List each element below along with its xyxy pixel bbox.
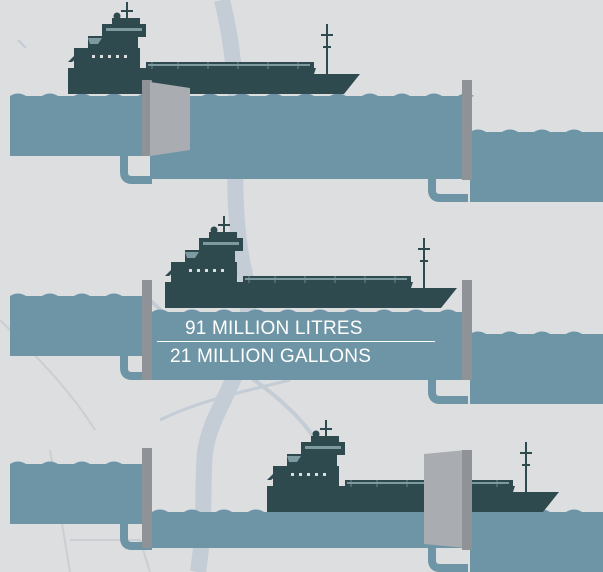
cargo-ship-icon (164, 215, 458, 309)
volume-divider (157, 341, 435, 342)
lock-stage-2 (10, 215, 603, 404)
volume-gallons-label: 21 MILLION GALLONS (170, 346, 372, 367)
volume-litres-label: 91 MILLION LITRES (185, 318, 363, 339)
lock-gate-icon (142, 280, 152, 380)
cargo-ship-icon (67, 1, 361, 95)
lock-gate-icon (142, 80, 152, 156)
lock-stage-3 (10, 419, 603, 572)
lock-gate-icon (142, 448, 152, 548)
lock-stage-1 (10, 1, 603, 202)
